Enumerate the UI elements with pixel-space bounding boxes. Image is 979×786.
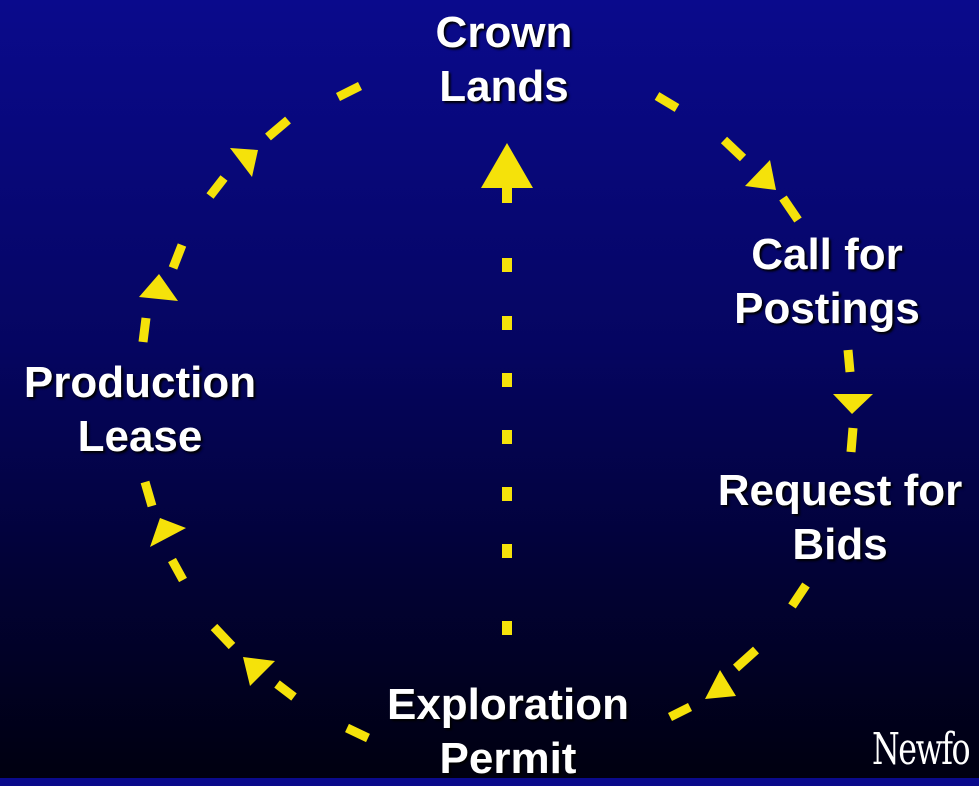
- arc-segment: [843, 349, 855, 373]
- node-exploration-permit-line2: Permit: [439, 734, 577, 783]
- node-exploration-permit-line1: Exploration: [386, 680, 630, 729]
- watermark-text: Newfo: [872, 724, 971, 775]
- arrowhead-icon: [150, 518, 186, 547]
- vertical-dash: [502, 316, 512, 330]
- node-exploration-permit: Exploration Permit: [362, 678, 654, 786]
- node-crown-lands: Crown Lands: [404, 6, 604, 114]
- arc-segment: [720, 136, 747, 162]
- vertical-dash: [502, 258, 512, 272]
- arrowhead-icon: [745, 160, 776, 190]
- arc-segment: [788, 582, 810, 609]
- arc-segment: [846, 427, 858, 453]
- vertical-dash: [502, 430, 512, 444]
- arc-segment: [667, 702, 693, 722]
- node-request-for-bids-line1: Request for: [717, 466, 963, 515]
- node-call-for-postings: Call for Postings: [712, 228, 942, 336]
- vertical-dash: [502, 544, 512, 558]
- node-production-lease-line2: Lease: [77, 412, 203, 461]
- arc-segment: [654, 92, 680, 112]
- arrowhead-icon: [705, 670, 736, 699]
- arc-segment: [138, 317, 151, 343]
- arc-segment: [206, 175, 228, 199]
- arc-segment: [168, 557, 187, 583]
- arrowhead-icon: [243, 657, 275, 686]
- node-crown-lands-line1: Crown: [435, 8, 573, 57]
- arc-segment: [210, 623, 236, 650]
- arrowhead-up-icon: [481, 143, 533, 188]
- node-request-for-bids: Request for Bids: [690, 464, 979, 572]
- arrowhead-icon: [230, 148, 258, 177]
- arc-segment: [779, 195, 802, 223]
- arc-segment: [265, 116, 291, 141]
- node-call-for-postings-line2: Postings: [734, 284, 920, 333]
- arrowhead-icon: [139, 274, 178, 301]
- arc-segment: [335, 81, 363, 102]
- arc-segment: [345, 723, 370, 743]
- node-crown-lands-line2: Lands: [439, 62, 569, 111]
- node-production-lease-line1: Production: [23, 358, 257, 407]
- arc-segment: [168, 243, 187, 270]
- vertical-dash: [502, 621, 512, 635]
- arc-segment: [274, 680, 297, 701]
- vertical-dash: [502, 187, 512, 203]
- node-call-for-postings-line1: Call for: [751, 230, 903, 279]
- vertical-dash: [502, 487, 512, 501]
- arc-segment: [732, 646, 760, 672]
- arc-segment: [140, 480, 157, 508]
- vertical-dash: [502, 373, 512, 387]
- node-production-lease: Production Lease: [0, 356, 280, 464]
- node-request-for-bids-line2: Bids: [792, 520, 888, 569]
- arrowhead-down-icon: [833, 394, 873, 414]
